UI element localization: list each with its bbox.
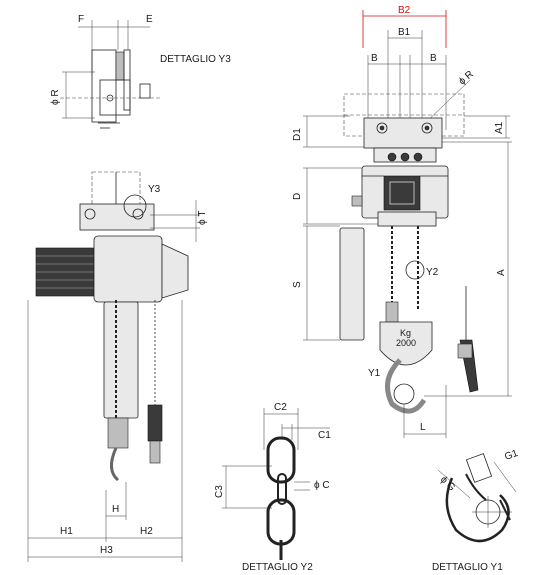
front-view: B2 B1 B B ϕ R D1 — [292, 5, 512, 438]
dim-F: F — [78, 14, 84, 25]
dim-S: S — [292, 281, 303, 288]
dim-phi-R-right: ϕ R — [457, 69, 476, 87]
dim-phi-C: ϕ C — [314, 480, 330, 491]
dim-H2: H2 — [140, 526, 153, 537]
side-view: Y3 ϕ T H H1 H2 — [27, 171, 208, 562]
dim-D1: D1 — [292, 128, 303, 141]
dim-C1: C1 — [318, 430, 331, 441]
dim-L: L — [420, 422, 426, 433]
dim-phi-R-left: ϕ R — [50, 89, 61, 105]
load-unit: Kg — [400, 328, 411, 338]
dim-B-left: B — [371, 53, 378, 64]
dim-B2: B2 — [398, 5, 411, 16]
detail-y3-title: DETTAGLIO Y3 — [160, 54, 231, 65]
dim-D: D — [292, 193, 303, 200]
dim-A1: A1 — [494, 121, 505, 134]
dim-H3: H3 — [100, 545, 113, 556]
detail-y2: C2 C1 C3 ϕ C DETTAGLIO Y2 — [214, 402, 331, 573]
load-capacity: 2000 — [396, 338, 416, 348]
dim-C2: C2 — [274, 402, 287, 413]
dim-B1: B1 — [398, 27, 411, 38]
dim-A: A — [496, 269, 507, 276]
detail-y1: ϕ G G1 DETTAGLIO Y1 — [432, 448, 520, 573]
detail-y2-title: DETTAGLIO Y2 — [242, 562, 313, 573]
dim-B-right: B — [430, 53, 437, 64]
detail-marker-y1: Y1 — [368, 368, 381, 379]
dim-G1: G1 — [503, 448, 520, 463]
dim-E: E — [146, 14, 153, 25]
dim-H1: H1 — [60, 526, 73, 537]
dim-phi-G: ϕ G — [438, 474, 457, 493]
detail-marker-y3: Y3 — [148, 184, 161, 195]
dim-H: H — [112, 504, 119, 515]
detail-marker-y2: Y2 — [426, 267, 439, 278]
dim-phi-T: ϕ T — [197, 211, 208, 226]
dim-C3: C3 — [214, 485, 225, 498]
detail-y1-title: DETTAGLIO Y1 — [432, 562, 503, 573]
detail-y3: F E ϕ R DETTAGLIO Y3 — [50, 14, 231, 129]
